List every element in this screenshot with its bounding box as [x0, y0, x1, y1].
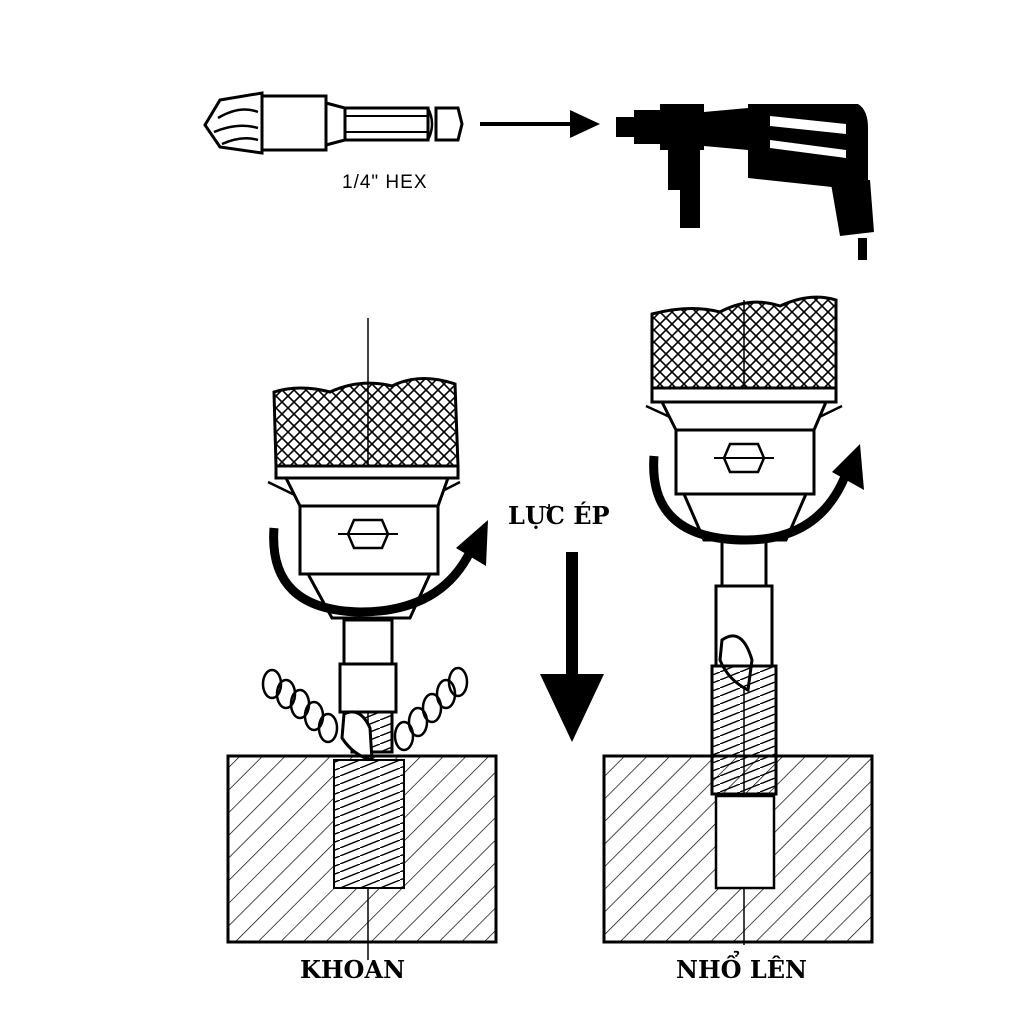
- extractor-bit-icon: [203, 91, 464, 155]
- rotation-arrow-icon: [269, 527, 475, 617]
- left-drilling-assembly: [226, 318, 498, 960]
- right-extracting-assembly: [602, 295, 874, 945]
- rotation-arrow-icon-right: [649, 455, 851, 545]
- press-force-arrow-icon: [540, 552, 604, 742]
- hex-size-label: 1/4" HEX: [342, 172, 428, 193]
- power-drill-icon: [616, 104, 874, 260]
- right-caption: NHỔ LÊN: [676, 950, 807, 984]
- press-force-label: LỰC ÉP: [508, 501, 610, 530]
- insert-arrow-icon: [480, 110, 600, 138]
- drill-chuck-icon-right: [645, 295, 843, 542]
- left-caption: KHOAN: [300, 955, 405, 984]
- drill-chuck-icon: [267, 376, 461, 620]
